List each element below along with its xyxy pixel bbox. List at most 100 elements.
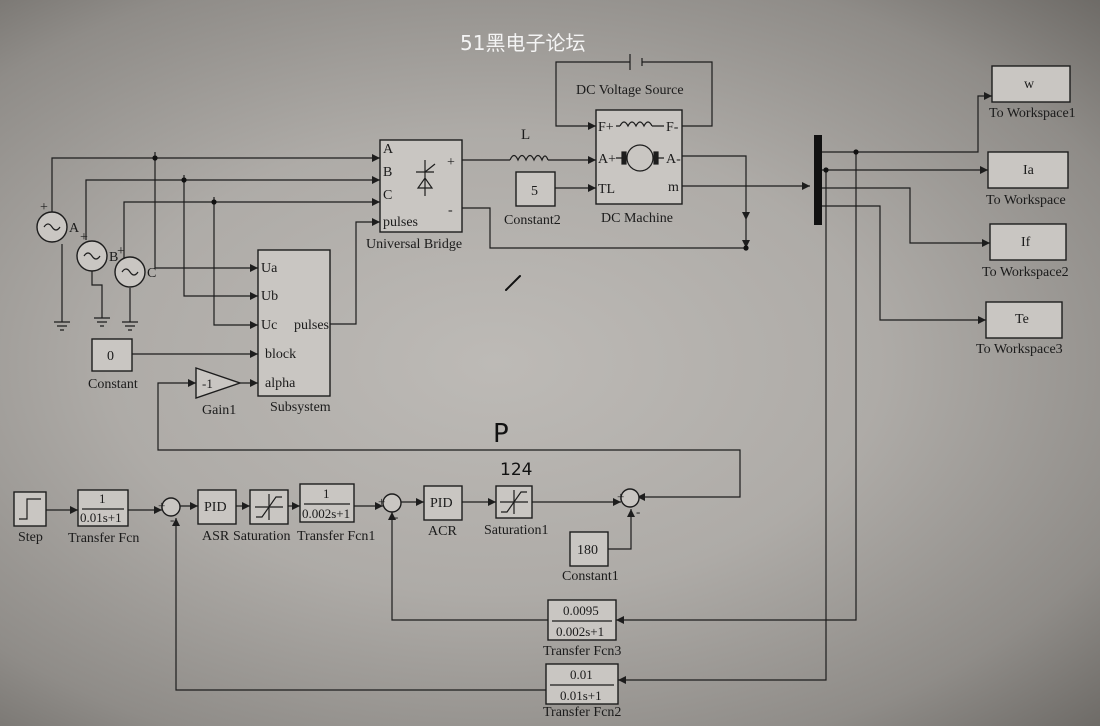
- constant-label: Constant: [88, 377, 138, 392]
- to-workspace-var: Ia: [1023, 163, 1035, 178]
- transfer-fcn3-label: Transfer Fcn3: [543, 644, 621, 659]
- source-a-label: A: [69, 221, 80, 236]
- saturation1-block[interactable]: Saturation1: [484, 485, 549, 538]
- ac-source-c[interactable]: + C: [114, 244, 156, 288]
- pen-stroke: [505, 275, 521, 291]
- transfer-fcn-block[interactable]: 1 0.01s+1 Transfer Fcn: [68, 489, 139, 546]
- bridge-port-pulses: pulses: [383, 215, 418, 230]
- saturation1-label: Saturation1: [484, 523, 549, 538]
- constant-value: 0: [107, 349, 114, 364]
- machine-port-fplus: F+: [598, 120, 614, 135]
- subsystem-port-ub: Ub: [261, 289, 278, 304]
- to-workspace2-label: To Workspace2: [982, 265, 1069, 280]
- to-workspace1-label: To Workspace1: [989, 106, 1076, 121]
- transfer-fcn1-numerator: 1: [323, 486, 330, 501]
- subsystem-port-uc: Uc: [261, 318, 277, 333]
- dc-machine-block[interactable]: F+ F- A+ A- TL m DC Machine: [595, 109, 683, 226]
- ground-symbols: [54, 317, 138, 331]
- subsystem-port-ua: Ua: [261, 261, 278, 276]
- svg-text:+: +: [378, 494, 385, 509]
- constant2-label: Constant2: [504, 213, 561, 228]
- asr-pid-text: PID: [204, 500, 227, 515]
- svg-text:+: +: [617, 489, 624, 504]
- transfer-fcn-denominator: 0.01s+1: [80, 510, 122, 525]
- machine-port-aminus: A-: [666, 152, 681, 167]
- transfer-fcn2-denominator: 0.01s+1: [560, 688, 602, 703]
- to-workspace1-var: w: [1024, 77, 1035, 92]
- sum-block-angle[interactable]: + -: [617, 488, 640, 519]
- subsystem-port-alpha: alpha: [265, 376, 296, 391]
- bridge-port-a: A: [383, 142, 394, 157]
- to-workspace1-block[interactable]: w To Workspace1: [989, 65, 1076, 121]
- constant1-label: Constant1: [562, 569, 619, 584]
- field-winding-icon: [616, 121, 664, 128]
- svg-text:-: -: [394, 509, 398, 524]
- gain1-label: Gain1: [202, 403, 236, 418]
- handwritten-124: 124: [500, 460, 532, 480]
- transfer-fcn2-block[interactable]: 0.01 0.01s+1 Transfer Fcn2: [543, 663, 621, 720]
- transfer-fcn3-block[interactable]: 0.0095 0.002s+1 Transfer Fcn3: [543, 599, 621, 659]
- gain1-block[interactable]: -1 Gain1: [195, 367, 243, 418]
- watermark: 51黑电子论坛: [460, 31, 585, 55]
- thyristor-icon: [416, 160, 436, 196]
- subsystem-port-pulses: pulses: [294, 318, 329, 333]
- junction-dots: [152, 149, 859, 251]
- constant1-value: 180: [577, 543, 598, 558]
- saturation-block[interactable]: Saturation: [233, 489, 291, 544]
- subsystem-block[interactable]: Ua Ub Uc pulses block alpha Subsystem: [257, 249, 331, 415]
- transfer-fcn-numerator: 1: [99, 491, 106, 506]
- bridge-port-b: B: [383, 165, 392, 180]
- transfer-fcn-label: Transfer Fcn: [68, 531, 139, 546]
- saturation-label: Saturation: [233, 529, 291, 544]
- motor-armature-icon: [616, 144, 664, 172]
- constant2-block[interactable]: 5 Constant2: [504, 171, 561, 228]
- ac-source-a[interactable]: + A: [36, 200, 80, 243]
- universal-bridge-block[interactable]: A B C pulses + - Universal Bridge: [366, 139, 463, 252]
- bus-selector-block[interactable]: [814, 135, 822, 225]
- acr-pid-text: PID: [430, 496, 453, 511]
- asr-pid-block[interactable]: PID ASR: [197, 489, 237, 544]
- machine-port-m: m: [668, 180, 679, 195]
- to-workspace3-label: To Workspace3: [976, 342, 1063, 357]
- machine-port-aplus: A+: [598, 152, 616, 167]
- transfer-fcn3-numerator: 0.0095: [563, 603, 599, 618]
- arrowheads: [70, 92, 992, 684]
- step-label: Step: [18, 530, 43, 545]
- to-workspace2-block[interactable]: If To Workspace2: [982, 223, 1069, 280]
- svg-text:+: +: [40, 200, 48, 215]
- svg-text:+: +: [158, 498, 165, 513]
- to-workspace-block[interactable]: Ia To Workspace: [986, 151, 1069, 208]
- bridge-port-minus: -: [448, 203, 453, 218]
- sum-block-speed[interactable]: + -: [158, 497, 181, 527]
- constant-block[interactable]: 0 Constant: [88, 338, 138, 392]
- universal-bridge-label: Universal Bridge: [366, 237, 462, 252]
- to-workspace2-var: If: [1021, 235, 1031, 250]
- acr-pid-block[interactable]: PID ACR: [423, 485, 463, 539]
- svg-text:-: -: [636, 504, 640, 519]
- transfer-fcn1-denominator: 0.002s+1: [302, 506, 350, 521]
- transfer-fcn2-numerator: 0.01: [570, 667, 593, 682]
- acr-label: ACR: [428, 524, 457, 539]
- transfer-fcn3-denominator: 0.002s+1: [556, 624, 604, 639]
- transfer-fcn1-block[interactable]: 1 0.002s+1 Transfer Fcn1: [297, 483, 375, 544]
- constant1-block[interactable]: 180 Constant1: [562, 531, 619, 584]
- dc-voltage-source[interactable]: DC Voltage Source: [576, 54, 684, 98]
- sum-block-current[interactable]: + -: [378, 493, 402, 524]
- step-block[interactable]: Step: [13, 491, 47, 545]
- handwritten-p: P: [493, 419, 509, 449]
- dc-machine-label: DC Machine: [601, 211, 673, 226]
- inductor-l[interactable]: L: [509, 127, 549, 162]
- bridge-port-c: C: [383, 188, 392, 203]
- svg-text:+: +: [117, 244, 125, 259]
- subsystem-port-block: block: [265, 347, 296, 362]
- ac-source-b[interactable]: + B: [76, 230, 118, 272]
- machine-port-tl: TL: [598, 182, 615, 197]
- subsystem-label: Subsystem: [270, 400, 331, 415]
- asr-label: ASR: [202, 529, 230, 544]
- gain1-value: -1: [202, 376, 213, 391]
- inductor-label: L: [521, 127, 530, 143]
- svg-text:-: -: [170, 512, 174, 527]
- to-workspace3-var: Te: [1015, 312, 1029, 327]
- to-workspace3-block[interactable]: Te To Workspace3: [976, 301, 1063, 357]
